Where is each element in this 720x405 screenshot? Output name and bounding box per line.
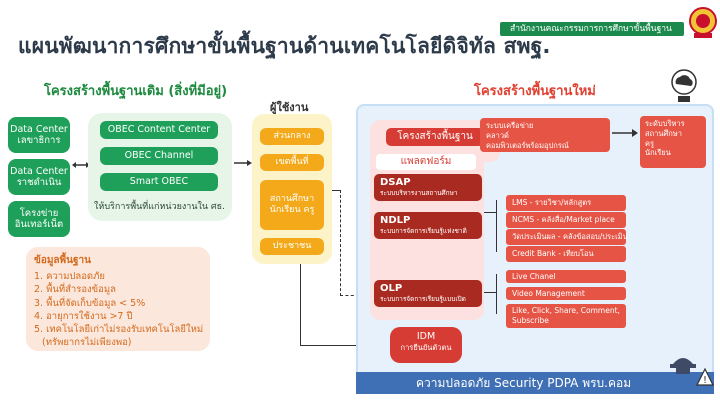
idm-subtitle: การยืนยันตัวตน [400, 342, 452, 352]
hacker-icon [670, 358, 696, 374]
obec-channel: OBEC Channel [100, 147, 218, 165]
olp-box: OLP ระบบการจัดการเรียนรู้แบบเปิด [374, 280, 482, 307]
dsap-title: DSAP [380, 177, 411, 188]
org-banner: สำนักงานคณะกรรมการการศึกษาขั้นพื้นฐาน [500, 22, 684, 36]
user-school: สถานศึกษา นักเรียน ครู [260, 180, 324, 230]
ndlp-item: Credit Bank - เทียบโอน [506, 246, 626, 262]
infra-detail-item: คลาวด์ [486, 130, 509, 140]
dsap-box: DSAP ระบบบริหารงานสถานศึกษา [374, 174, 482, 201]
users-title: ผู้ใช้งาน [270, 101, 309, 114]
olp-item: Like, Click, Share, Comment, Subscribe [506, 304, 626, 328]
connector-line [300, 264, 301, 346]
infrastructure-label: โครงสร้างพื้นฐาน [386, 128, 484, 146]
connector-line [332, 190, 340, 191]
connector-line [496, 274, 497, 314]
dsap-subtitle: ระบบบริหารงานสถานศึกษา [380, 189, 458, 197]
info-item: 4. อายุการใช้งาน >7 ปี [34, 310, 133, 322]
platform-label: แพลตฟอร์ม [376, 154, 476, 170]
olp-item: Live Chanel [506, 270, 626, 283]
svg-text:!: ! [703, 375, 707, 386]
idm-title: IDM [416, 331, 436, 342]
ndlp-item: NCMS - คลังสื่อ/Market place [506, 212, 626, 228]
old-infra-heading: โครงสร้างพื้นฐานเดิม (สิ่งที่มีอยู่) [44, 84, 228, 99]
ndlp-box: NDLP ระบบการจัดการเรียนรู้แห่งชาติ [374, 212, 482, 239]
warning-icon: ! [696, 368, 714, 386]
audience-item: ครู [645, 138, 655, 148]
datacenter-list: Data Center เลขาธิการ Data Center ราชดำเ… [8, 117, 70, 243]
user-central: ส่วนกลาง [260, 128, 324, 146]
obec-logo [689, 7, 717, 38]
connector-line [340, 295, 370, 296]
baseline-info-panel: ข้อมูลพื้นฐาน 1. ความปลอดภัย 2. พื้นที่ส… [26, 247, 210, 351]
info-item: 5. เทคโนโลยีเก่าไม่รองรับเทคโนโลยีใหม่ [34, 324, 204, 336]
connector-line [300, 345, 390, 346]
audience-item: ระดับบริหาร [645, 119, 685, 128]
security-footer: ความปลอดภัย Security PDPA พรบ.คอม [356, 372, 714, 394]
dc-ratchadamnoen: Data Center ราชดำเนิน [8, 159, 70, 195]
internet-network: โครงข่าย อินเทอร์เน็ต [8, 201, 70, 237]
connector-line [484, 212, 496, 213]
idm-box: IDM การยืนยันตัวตน [390, 327, 462, 363]
platform-box: แพลตฟอร์ม DSAP ระบบบริหารงานสถานศึกษา ND… [370, 150, 484, 320]
info-item: 1. ความปลอดภัย [34, 271, 105, 282]
connector-line [484, 292, 496, 293]
infra-detail-item: คอมพิวเตอร์พร้อมอุปกรณ์ [486, 140, 569, 150]
connector-line [340, 190, 341, 296]
users-panel: ส่วนกลาง เขตพื้นที่ สถานศึกษา นักเรียน ค… [252, 114, 332, 264]
infra-audience-list: ระดับบริหาร สถานศึกษา ครู นักเรียน [640, 116, 706, 168]
olp-subtitle: ระบบการจัดการเรียนรู้แบบเปิด [380, 295, 466, 303]
ndlp-item: วัดประเมินผล - คลังข้อสอบ/ประเมิน [506, 229, 628, 245]
page-title: แผนพัฒนาการศึกษาขั้นพื้นฐานด้านเทคโนโลยี… [18, 34, 551, 58]
smart-obec: Smart OBEC [100, 173, 218, 191]
dc-secretary: Data Center เลขาธิการ [8, 117, 70, 153]
arrow-right-icon [234, 160, 252, 166]
user-public: ประชาชน [260, 238, 324, 256]
ndlp-title: NDLP [380, 215, 411, 226]
infra-detail-list: ระบบเครือข่าย คลาวด์ คอมพิวเตอร์พร้อมอุป… [480, 118, 610, 152]
new-infra-heading: โครงสร้างพื้นฐานใหม่ [474, 84, 596, 99]
user-area: เขตพื้นที่ [260, 154, 324, 172]
services-note: ให้บริการพื้นที่แก่หน่วยงานใน ศธ. [94, 202, 225, 212]
ndlp-item: LMS - รายวิชา/หลักสูตร [506, 195, 626, 211]
arrow-right-icon [612, 129, 638, 137]
audience-item: สถานศึกษา [645, 128, 682, 138]
olp-title: OLP [380, 283, 403, 294]
cloud-network-icon [671, 69, 697, 102]
info-item: 3. พื้นที่จัดเก็บข้อมูล < 5% [34, 297, 146, 309]
info-title: ข้อมูลพื้นฐาน [34, 255, 91, 266]
obec-content-center: OBEC Content Center [100, 121, 218, 139]
connector-line [496, 200, 497, 252]
audience-item: นักเรียน [645, 148, 671, 158]
info-item: (ทรัพยากรไม่เพียงพอ) [42, 337, 132, 349]
ndlp-subtitle: ระบบการจัดการเรียนรู้แห่งชาติ [380, 227, 467, 235]
olp-item: Video Management [506, 287, 626, 300]
info-item: 2. พื้นที่สำรองข้อมูล [34, 284, 116, 296]
legacy-services-panel: OBEC Content Center OBEC Channel Smart O… [88, 113, 232, 221]
infra-detail-item: ระบบเครือข่าย [486, 121, 534, 130]
